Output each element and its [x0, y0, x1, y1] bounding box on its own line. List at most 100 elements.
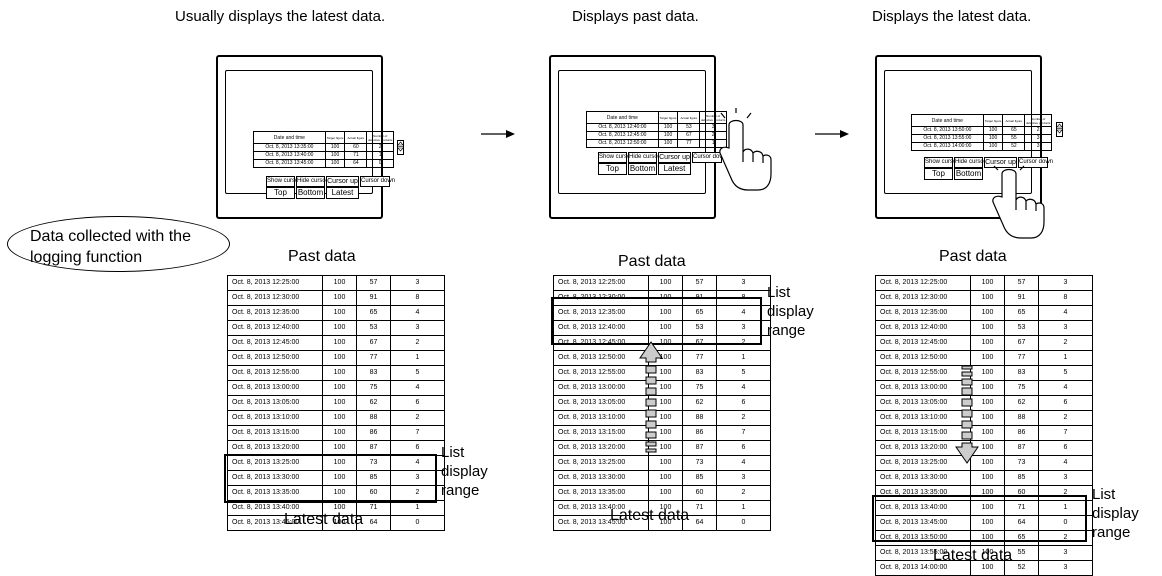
label-list: List	[767, 284, 791, 301]
cursor-up-button[interactable]: Cursor up	[326, 176, 359, 187]
cursor-down-button[interactable]: Cursor down	[1018, 157, 1053, 168]
screen-list-header: Date and time Target figure Actual figur…	[911, 114, 1052, 127]
pointing-hand-icon	[719, 108, 772, 191]
cell: 3	[1024, 142, 1052, 151]
screen-list-row[interactable]: Oct. 8, 2013 12:50:00 100 77 1	[586, 139, 727, 148]
cursor-down-button[interactable]: Cursor down	[360, 176, 395, 187]
log-value-cell: 100	[322, 515, 357, 531]
cursor-up-button[interactable]: Cursor up	[658, 152, 691, 163]
show-cursor-button[interactable]: Show cursor	[924, 157, 958, 168]
screen-list-row[interactable]: Oct. 8, 2013 13:45:00 100 64 0	[253, 159, 394, 168]
past-data-title-3: Past data	[939, 248, 1007, 265]
scroll-buttons-icon	[397, 141, 404, 152]
list-display-range-label-3: List display range	[1092, 485, 1139, 542]
list-display-range-label-1: List display range	[441, 443, 488, 500]
past-data-title-1: Past data	[288, 248, 356, 265]
label-display: display	[767, 303, 814, 320]
pointing-hand-icon	[992, 165, 1045, 239]
log-date-cell: Oct. 8, 2013 13:45:00	[227, 515, 323, 531]
label-display: display	[1092, 505, 1139, 522]
cell: Oct. 8, 2013 14:00:00	[911, 142, 984, 151]
list-display-range-box-3	[872, 495, 1087, 542]
log-value-cell: 0	[390, 515, 445, 531]
caption-latest-data: Displays the latest data.	[872, 8, 1032, 25]
show-cursor-button[interactable]: Show cursor	[598, 152, 632, 163]
past-data-title-2: Past data	[618, 253, 686, 270]
hide-cursor-button[interactable]: Hide cursor	[954, 157, 986, 168]
top-button[interactable]: Top	[266, 187, 295, 199]
log-value-cell: 100	[648, 515, 683, 531]
cursor-up-button[interactable]: Cursor up	[984, 157, 1017, 168]
logging-function-label: Data collected with the logging function	[30, 228, 191, 266]
label-range: range	[767, 322, 806, 339]
latest-data-label-3: Latest data	[933, 547, 1013, 564]
label-range: range	[441, 482, 480, 499]
cell: 1	[699, 139, 727, 148]
hide-cursor-button[interactable]: Hide cursor	[628, 152, 660, 163]
scroll-up-arrow-icon	[639, 341, 663, 453]
right-arrow-icon	[815, 130, 849, 138]
cell: Oct. 8, 2013 13:45:00	[253, 159, 326, 168]
bottom-button[interactable]: Bottom	[628, 163, 657, 175]
screen-list-table-1: Date and time Target figure Actual figur…	[253, 131, 394, 168]
top-button[interactable]: Top	[924, 168, 953, 180]
hide-cursor-button[interactable]: Hide cursor	[296, 176, 328, 187]
header-actual: Actual figure	[677, 111, 701, 124]
label-list: List	[1092, 486, 1116, 503]
bottom-button[interactable]: Bottom	[296, 187, 325, 199]
latest-button[interactable]: Latest	[326, 187, 359, 199]
scroll-buttons-icon	[1056, 123, 1063, 134]
latest-button[interactable]: Latest	[658, 163, 691, 175]
screen-list-row[interactable]: Oct. 8, 2013 14:00:00 100 52 3	[911, 142, 1052, 151]
log-value-cell: 0	[1038, 515, 1093, 531]
list-display-range-box-2	[551, 297, 762, 345]
show-cursor-button[interactable]: Show cursor	[266, 176, 300, 187]
list-display-range-box-1	[224, 454, 437, 503]
log-value-cell: 2	[1038, 335, 1093, 351]
log-value-cell: 0	[716, 515, 771, 531]
bottom-button[interactable]: Bottom	[954, 168, 983, 180]
top-button[interactable]: Top	[598, 163, 627, 175]
latest-data-label-1: Latest data	[284, 511, 364, 528]
caption-usually-latest: Usually displays the latest data.	[175, 8, 386, 25]
label-list: List	[441, 444, 465, 461]
scroll-buttons-icon[interactable]	[397, 140, 404, 155]
cell: 64	[344, 159, 368, 168]
caption-past-data: Displays past data.	[572, 8, 699, 25]
screen-list-table-2: Date and time Target figure Actual figur…	[586, 111, 727, 148]
screen-list-header: Date and time Target figure Actual figur…	[586, 111, 727, 124]
header-defective: Number of defective products	[1024, 114, 1052, 127]
scroll-buttons-icon[interactable]	[1056, 122, 1063, 137]
